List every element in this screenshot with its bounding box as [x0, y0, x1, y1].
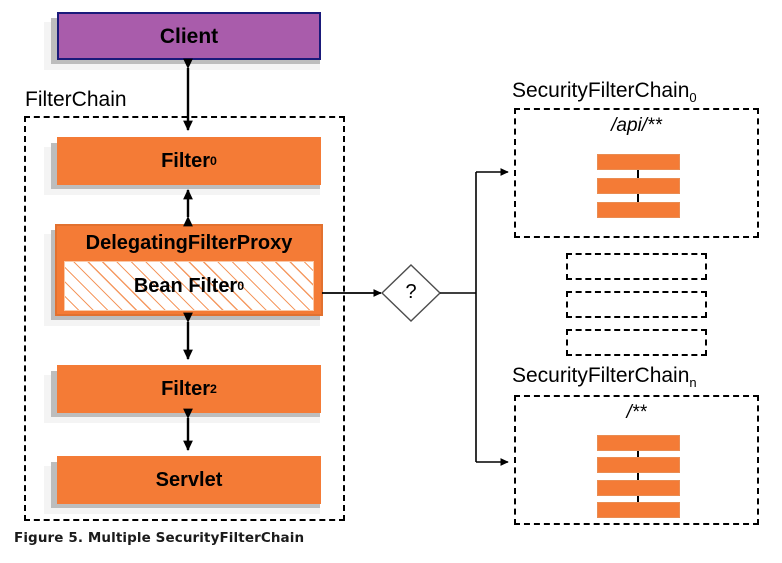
filter-0-subscript: 0: [210, 153, 217, 168]
security-filter-chain-n-filter-bar[interactable]: [597, 480, 680, 496]
security-filter-chain-n-pattern-text: /**: [626, 402, 647, 423]
security-filter-chain-n-title-text: SecurityFilterChain: [512, 364, 690, 387]
security-filter-chain-n-filter-bar[interactable]: [597, 502, 680, 518]
security-filter-chain-n-pattern: /**: [516, 403, 757, 422]
filter-chain-label-text: FilterChain: [25, 88, 127, 111]
omitted-chain-row: [566, 253, 707, 280]
servlet-box[interactable]: Servlet: [57, 456, 321, 504]
bean-filter-0-label: Bean Filter: [133, 275, 238, 297]
servlet-label: Servlet: [155, 469, 223, 491]
security-filter-chain-n-subscript: n: [689, 374, 697, 390]
security-filter-chain-0-subscript: 0: [689, 89, 697, 105]
security-filter-chain-n-filter-bar[interactable]: [597, 457, 680, 473]
security-filter-chain-0-container[interactable]: /api/**: [514, 108, 759, 238]
bean-filter-0-subscript: 0: [237, 278, 245, 293]
omitted-chain-row: [566, 291, 707, 318]
security-filter-chain-0-pattern: /api/**: [516, 116, 757, 135]
security-filter-chain-0-filter-bar[interactable]: [597, 154, 680, 170]
connector-decision-branches: [440, 168, 509, 466]
security-filter-chain-0-pattern-text: /api/**: [611, 115, 662, 136]
filter-2-label: Filter: [161, 378, 210, 400]
security-filter-chain-n-filter-bar[interactable]: [597, 435, 680, 451]
security-filter-chain-n-container[interactable]: /**: [514, 395, 759, 525]
decision-label: ?: [382, 282, 440, 302]
security-filter-chain-0-filter-bar[interactable]: [597, 202, 680, 218]
security-filter-chain-0-title: SecurityFilterChain0: [512, 80, 697, 104]
figure-caption: Figure 5. Multiple SecurityFilterChain: [14, 530, 304, 546]
filter-chain-label: FilterChain: [25, 89, 127, 110]
client-label: Client: [159, 24, 219, 48]
security-filter-chain-0-filter-bar[interactable]: [597, 178, 680, 194]
security-filter-chain-0-title-text: SecurityFilterChain: [512, 79, 690, 102]
filter-0-label: Filter: [161, 150, 210, 172]
delegating-filter-proxy-label: DelegatingFilterProxy: [85, 232, 293, 254]
security-filter-chain-n-spine: [637, 439, 639, 514]
security-filter-chain-n-title: SecurityFilterChainn: [512, 365, 697, 389]
omitted-chain-row: [566, 329, 707, 356]
client-box[interactable]: Client: [57, 12, 321, 60]
filter-2-subscript: 2: [210, 381, 217, 396]
decision-label-text: ?: [405, 281, 417, 303]
omitted-security-filter-chains: [566, 253, 707, 356]
figure-caption-text: Figure 5. Multiple SecurityFilterChain: [14, 530, 305, 546]
